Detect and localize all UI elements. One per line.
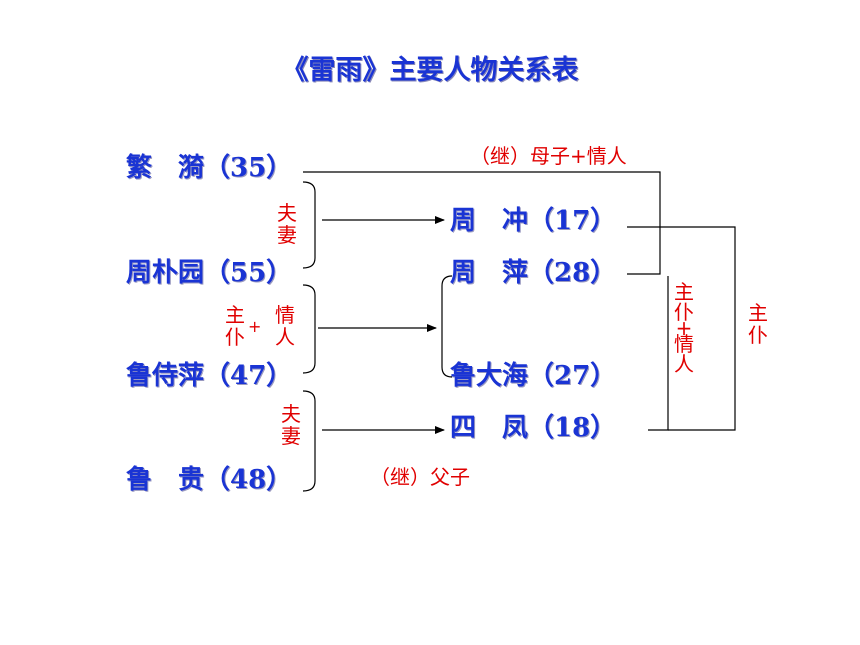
relation-master-servant-lover: 主 仆 + 情 人 [674, 280, 694, 376]
person-zhouchong: 周 冲（17） [450, 206, 617, 236]
relation-lover-left: 情 人 [275, 303, 295, 349]
person-fanyi: 繁 漪（35） [126, 153, 293, 183]
person-zhouping: 周 萍（28） [450, 258, 617, 288]
person-sifeng: 四 凤（18） [450, 413, 617, 443]
relation-step-father: （继）父子 [370, 465, 470, 489]
person-ludahai: 鲁大海（27） [450, 361, 617, 391]
person-lugui: 鲁 贵（48） [126, 465, 293, 495]
person-zhoupuyuan: 周朴园（55） [126, 258, 293, 288]
line-zhouping-sifeng [648, 276, 669, 431]
line-zhouchong-sifeng [627, 226, 736, 431]
brace-fanyi-zhoupuyuan [302, 181, 316, 269]
page-title: 《雷雨》主要人物关系表 [281, 55, 579, 86]
person-lushiping: 鲁侍萍（47） [126, 361, 293, 391]
relation-master-servant-right: 主 仆 [748, 301, 768, 347]
brace-zhoupuyuan-lushiping [302, 284, 316, 374]
relation-plus: + [248, 317, 262, 336]
relation-couple-fanyi-zhoupuyuan: 夫 妻 [277, 201, 297, 247]
relation-couple-lu: 夫 妻 [281, 402, 301, 448]
line-fanyi-zhouping [303, 171, 661, 275]
relation-step-mother-lover: （继）母子+情人 [470, 144, 627, 168]
brace-zhouping-ludahai [441, 275, 453, 378]
brace-lu-couple [302, 390, 316, 492]
relation-master-servant-left: 主 仆 [225, 303, 245, 349]
